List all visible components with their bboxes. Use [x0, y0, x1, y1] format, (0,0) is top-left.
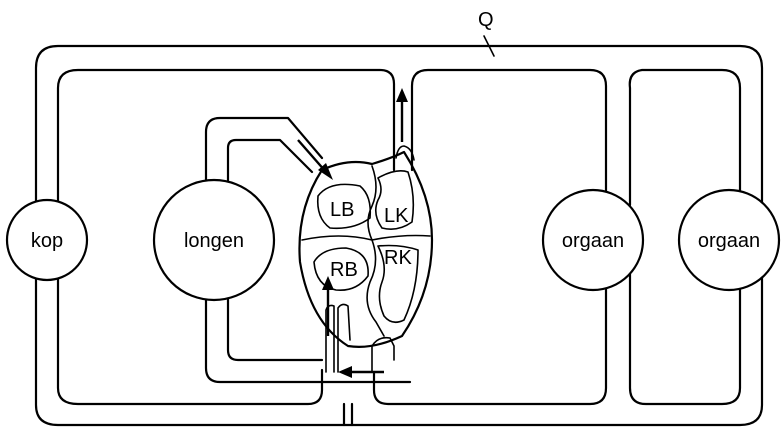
pulmonary-artery-stub — [371, 336, 395, 373]
q-pointer-line — [483, 35, 495, 57]
outer-loop-outer-edge — [34, 44, 764, 207]
aorta-stub — [395, 145, 415, 161]
pulmonary-inner-top — [226, 138, 314, 207]
lk-label: LK — [384, 205, 409, 227]
rb-label: RB — [330, 259, 358, 281]
kop-label: kop — [31, 230, 63, 252]
lb-chamber — [316, 183, 372, 230]
orgaan-organ-1 — [541, 188, 645, 292]
pulmonary-outer-top — [204, 116, 324, 207]
rk-label: RK — [384, 247, 412, 269]
orgaan-label-2: orgaan — [698, 230, 760, 252]
heart-horizontal-septum — [301, 234, 431, 241]
longen-organ — [152, 178, 276, 302]
pulmonary-inner-bottom — [226, 268, 324, 362]
longen-label: longen — [184, 230, 244, 252]
lk-chamber — [374, 170, 415, 230]
kop-loop-inner — [56, 68, 396, 207]
orgaan-organ-2 — [677, 188, 781, 292]
lb-label: LB — [330, 199, 354, 221]
vena-cava-stub-right — [337, 303, 351, 373]
arrow-into-left-atrium-head — [318, 163, 333, 180]
q-label: Q — [478, 9, 494, 31]
arrow-into-left-atrium-line — [297, 139, 327, 173]
arrow-aorta-up-head — [396, 88, 408, 102]
kop-loop-inner-bottom — [56, 268, 324, 406]
organ2-loop-inner-top — [628, 68, 742, 207]
heart-outline — [298, 150, 434, 348]
outer-loop-bottom-edge — [34, 268, 764, 427]
organ1-loop-inner-bottom — [372, 268, 608, 406]
organ2-loop-inner-bottom — [628, 268, 742, 406]
arrow-pulmonary-left-head — [338, 366, 352, 378]
pulmonary-outer-bottom — [204, 268, 412, 384]
arrow-into-right-atrium-head — [322, 276, 334, 290]
rk-chamber — [377, 244, 419, 324]
heart-vertical-septum — [366, 165, 385, 337]
orgaan-label-1: orgaan — [562, 230, 624, 252]
organ1-loop-inner-top — [410, 68, 608, 207]
kop-organ — [5, 198, 89, 282]
